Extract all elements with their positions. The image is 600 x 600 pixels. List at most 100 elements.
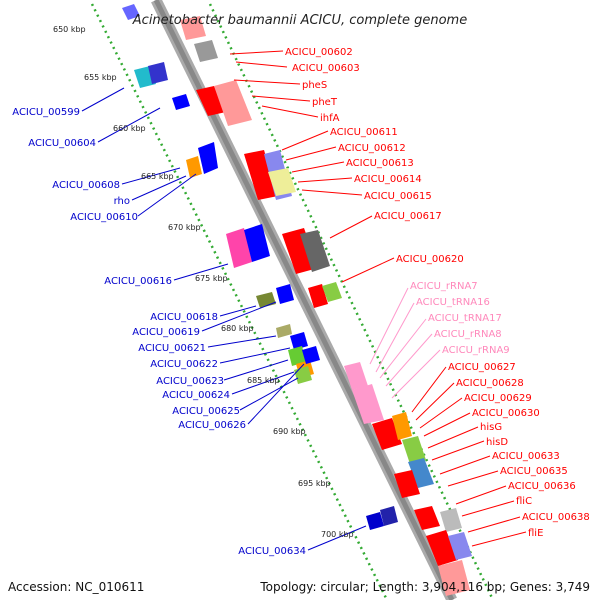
gene-label-reverse[interactable]: ACICU_00621: [138, 343, 206, 354]
leader-00629: [419, 397, 463, 429]
gene-label-forward[interactable]: ACICU_00611: [330, 127, 398, 138]
leader-00638: [467, 516, 521, 533]
gene-label-forward[interactable]: ihfA: [320, 113, 340, 124]
gene-label-reverse[interactable]: ACICU_00623: [156, 376, 224, 387]
feature-00621: [276, 324, 292, 338]
feature-flie-b: [448, 532, 472, 560]
leader-00619: [201, 301, 277, 332]
leader-00604: [97, 107, 161, 143]
rna-leader-lines: [369, 287, 441, 399]
gene-label-forward[interactable]: fliC: [516, 496, 532, 507]
forward-labels: ACICU_00602 ACICU_00603 pheS pheT ihfA A…: [285, 47, 590, 539]
gene-label-reverse[interactable]: ACICU_00618: [150, 312, 218, 323]
kbp-label: 700 kbp: [321, 530, 354, 539]
gene-label-forward[interactable]: ACICU_00633: [492, 451, 560, 462]
gene-label-rna[interactable]: ACICU_tRNA16: [416, 297, 490, 308]
gene-label-forward[interactable]: ACICU_00613: [346, 158, 414, 169]
gene-label-forward[interactable]: pheS: [302, 80, 327, 91]
feature-end: [438, 560, 470, 596]
map-title: Acinetobacter baumannii ACICU, complete …: [132, 13, 467, 28]
feature-00599b: [148, 62, 168, 84]
feature-rho: [186, 156, 202, 178]
feature-rrna8: [352, 384, 384, 424]
gene-label-forward[interactable]: ACICU_00620: [396, 254, 464, 265]
feature-00614: [268, 168, 296, 196]
gene-label-reverse[interactable]: ACICU_00634: [238, 546, 306, 557]
leader-00617: [329, 215, 373, 239]
kbp-label: 675 kbp: [195, 274, 228, 283]
leader-00625: [239, 377, 299, 411]
leader-00627: [411, 366, 447, 413]
feature-00629: [392, 412, 412, 440]
feature-rrna7: [344, 362, 368, 390]
feature-hisg: [402, 436, 426, 464]
leader-hisg: [427, 426, 479, 449]
leader-rrna8: [385, 333, 433, 387]
gene-label-forward[interactable]: ACICU_00615: [364, 191, 432, 202]
gene-label-forward[interactable]: hisD: [486, 437, 508, 448]
feature-top-rev: [122, 4, 140, 20]
leader-00633: [439, 455, 491, 475]
feature-00602: [180, 16, 206, 40]
gene-label-forward[interactable]: ACICU_00614: [354, 174, 422, 185]
reverse-labels: ACICU_00599 ACICU_00604 ACICU_00608 rho …: [12, 107, 306, 557]
kbp-labels: 650 kbp 655 kbp 660 kbp 665 kbp 670 kbp …: [53, 25, 354, 539]
leader-hisd: [431, 440, 485, 461]
gene-label-rna[interactable]: ACICU_rRNA8: [434, 329, 502, 340]
gene-label-rna[interactable]: ACICU_rRNA9: [442, 345, 510, 356]
gene-label-reverse[interactable]: rho: [114, 196, 130, 207]
gene-label-forward[interactable]: pheT: [312, 97, 338, 108]
gene-label-reverse[interactable]: ACICU_00622: [150, 359, 218, 370]
feature-00610: [198, 142, 218, 174]
gene-label-rna[interactable]: ACICU_tRNA17: [428, 313, 502, 324]
leader-flic: [461, 500, 515, 517]
gene-label-forward[interactable]: ACICU_00602: [285, 47, 353, 58]
gene-label-reverse[interactable]: ACICU_00616: [104, 276, 172, 287]
gene-label-forward[interactable]: fliE: [528, 528, 543, 539]
gene-label-forward[interactable]: ACICU_00628: [456, 378, 524, 389]
leader-rrna7: [369, 287, 409, 365]
leader-00621: [207, 335, 277, 348]
gene-label-reverse[interactable]: ACICU_00619: [132, 327, 200, 338]
gene-label-forward[interactable]: ACICU_00638: [522, 512, 590, 523]
leader-00616: [173, 263, 229, 281]
leader-ihfa: [261, 105, 319, 118]
kbp-label: 660 kbp: [113, 124, 146, 133]
accession-label: Accession: NC_010611: [8, 580, 145, 594]
leader-00620: [341, 257, 395, 283]
gene-label-forward[interactable]: ACICU_00612: [338, 143, 406, 154]
gene-label-reverse[interactable]: ACICU_00625: [172, 406, 240, 417]
gene-label-reverse[interactable]: ACICU_00599: [12, 107, 80, 118]
gene-label-reverse[interactable]: ACICU_00624: [162, 390, 230, 401]
feature-00617b: [300, 230, 330, 272]
feature-00604: [172, 94, 190, 110]
genome-summary-label: Topology: circular; Length: 3,904,116 bp…: [260, 580, 590, 594]
gene-label-reverse[interactable]: ACICU_00626: [178, 420, 246, 431]
reverse-features: [122, 4, 398, 530]
gene-label-reverse[interactable]: ACICU_00608: [52, 180, 120, 191]
feature-00620b: [322, 282, 342, 302]
leader-00599: [81, 87, 125, 112]
gene-label-reverse[interactable]: ACICU_00604: [28, 138, 96, 149]
gene-label-forward[interactable]: ACICU_00617: [374, 211, 442, 222]
gene-label-rna[interactable]: ACICU_rRNA7: [410, 281, 478, 292]
gene-label-forward[interactable]: hisG: [480, 422, 502, 433]
gene-label-forward[interactable]: ACICU_00627: [448, 362, 516, 373]
leader-00618: [219, 305, 257, 317]
gene-label-forward[interactable]: ACICU_00636: [508, 481, 576, 492]
kbp-label: 670 kbp: [168, 223, 201, 232]
leader-00622: [219, 347, 291, 364]
rna-labels: ACICU_rRNA7 ACICU_tRNA16 ACICU_tRNA17 AC…: [410, 281, 510, 356]
gene-label-forward[interactable]: ACICU_00629: [464, 393, 532, 404]
leader-phet: [251, 95, 311, 102]
kbp-label: 690 kbp: [273, 427, 306, 436]
leader-00635: [447, 470, 499, 487]
forward-features: [180, 16, 472, 596]
gene-label-forward[interactable]: ACICU_00603: [292, 63, 360, 74]
forward-leader-lines: [229, 50, 527, 547]
gene-label-reverse[interactable]: ACICU_00610: [70, 212, 138, 223]
gene-label-forward[interactable]: ACICU_00630: [472, 408, 540, 419]
gene-label-forward[interactable]: ACICU_00635: [500, 466, 568, 477]
kbp-label: 655 kbp: [84, 73, 117, 82]
